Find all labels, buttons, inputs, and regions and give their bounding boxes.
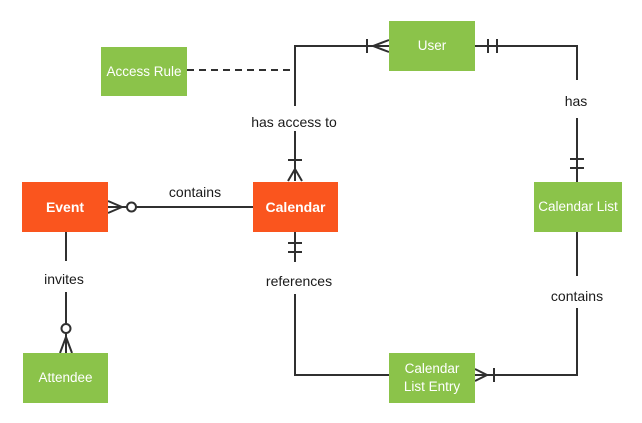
edge-calendar-references-entry: [288, 232, 389, 376]
zero-cardinality-marker: [60, 323, 72, 334]
edge-label-invites: invites: [42, 271, 86, 287]
entity-calendar-list-entry: Calendar List Entry: [389, 353, 475, 403]
edge-label-has: has: [562, 93, 590, 109]
entity-label: Access Rule: [106, 63, 182, 79]
crows-foot-many-marker: [107, 200, 123, 214]
edge-label-has-access-to: has access to: [249, 114, 339, 130]
double-tick-marker: [487, 39, 498, 53]
entity-label: Calendar List Entry: [403, 361, 461, 394]
crows-foot-many-marker: [474, 368, 488, 382]
edge-label-contains-calendar-list: contains: [548, 288, 606, 304]
entity-label: Calendar List: [538, 199, 618, 215]
entity-access-rule: Access Rule: [101, 47, 187, 96]
edge-event-contains-calendar: [107, 200, 253, 214]
edge-user-has-calendar-list: [475, 39, 584, 182]
entity-user: User: [389, 21, 475, 71]
entity-label: Calendar: [265, 198, 326, 215]
entity-calendar-list: Calendar List: [534, 182, 622, 232]
crows-foot-many-marker: [287, 168, 303, 182]
entity-event: Event: [22, 182, 108, 232]
zero-cardinality-marker: [126, 201, 137, 213]
edge-label-contains-event-calendar: contains: [166, 184, 224, 200]
entity-label: User: [417, 38, 447, 54]
edge-label-references: references: [263, 273, 335, 289]
double-tick-marker: [288, 242, 302, 253]
entity-label: Event: [45, 198, 85, 215]
double-tick-marker: [570, 158, 584, 169]
entity-attendee: Attendee: [23, 353, 108, 403]
edge-event-invites-attendee: [59, 231, 73, 354]
entity-label: Attendee: [38, 370, 93, 386]
edge-calendar-list-contains-entry: [474, 232, 578, 382]
entity-calendar: Calendar: [253, 182, 338, 232]
edge-calendar-has-access-to-user: [287, 39, 390, 182]
crows-foot-many-marker: [372, 39, 390, 53]
crows-foot-many-marker: [59, 336, 73, 354]
